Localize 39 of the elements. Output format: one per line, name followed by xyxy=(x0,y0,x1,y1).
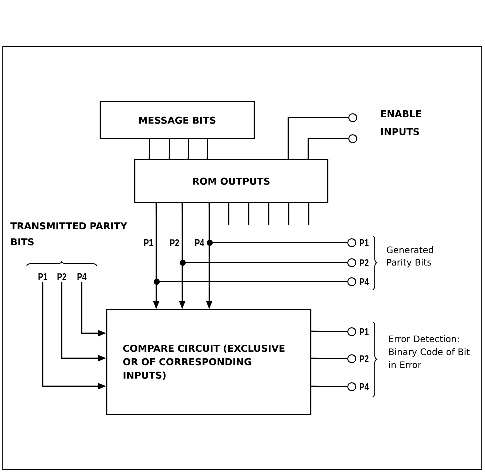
connector xyxy=(312,386,348,388)
connector xyxy=(206,140,208,160)
block-box: COMPARE CIRCUIT (EXCLUSIVE OR OF CORRESPONDING INPUTS) xyxy=(106,309,312,416)
terminal-circle xyxy=(348,277,356,286)
pin-label: P4 xyxy=(360,278,370,286)
connector xyxy=(148,140,150,160)
terminal-circle xyxy=(348,134,358,144)
parity-bit-label: P2 xyxy=(58,274,66,280)
connector xyxy=(180,204,348,266)
terminal-circle xyxy=(348,258,356,268)
connector xyxy=(168,140,170,160)
connector xyxy=(288,117,348,160)
pin-label: P1 xyxy=(360,240,369,246)
label-text: TRANSMITTED PARITY BITS xyxy=(10,222,128,246)
edge-label: P4 xyxy=(194,238,206,248)
pin-label: P2 xyxy=(360,356,369,362)
label-text: Error Detection: Binary Code of Bit in Error xyxy=(389,336,470,368)
terminal-circle xyxy=(348,354,356,364)
connector xyxy=(188,140,190,160)
terminal-circle xyxy=(348,113,358,122)
terminal-circle xyxy=(348,238,356,248)
terminal-circle xyxy=(348,327,356,336)
parity-bit-label: P4 xyxy=(78,274,87,280)
connector xyxy=(154,204,348,285)
edge-label: P1 xyxy=(142,238,154,248)
pin-label: P2 xyxy=(360,260,369,266)
connector xyxy=(312,330,348,332)
pin-label: P4 xyxy=(360,384,370,390)
connector xyxy=(308,138,348,160)
label-text: ENABLE INPUTS xyxy=(381,110,422,136)
edge-label: P2 xyxy=(168,238,180,248)
terminal-circle xyxy=(348,382,356,392)
parity-bit-label: P1 xyxy=(38,274,48,280)
block-box: MESSAGE BITS xyxy=(100,101,256,140)
connector xyxy=(207,204,348,246)
label-text: Generated Parity Bits xyxy=(387,246,434,268)
pin-label: P1 xyxy=(360,328,369,336)
block-box: ROM OUTPUTS xyxy=(134,159,329,204)
connector xyxy=(312,358,348,360)
